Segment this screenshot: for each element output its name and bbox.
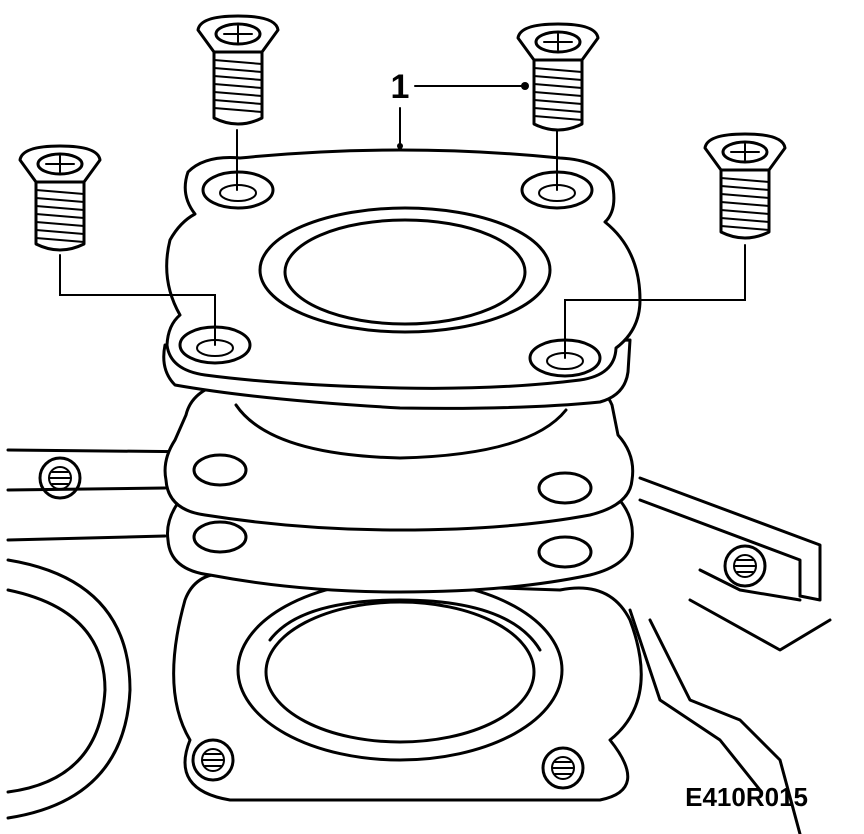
screw-front-left [18, 144, 102, 252]
alignment-lines [59, 129, 746, 359]
block-screw-holes [38, 456, 767, 790]
callout-dot [521, 82, 529, 90]
callout-dot [397, 143, 403, 149]
figure-code: E410R015 [685, 782, 808, 812]
screw-front-right [703, 132, 787, 240]
callout-number: 1 [391, 68, 410, 106]
block-hole-top-left [38, 456, 82, 500]
block-hole-right [723, 544, 767, 588]
block-hole-bottom-right [541, 746, 585, 790]
screw-back-right [516, 22, 600, 132]
flange-plate [162, 148, 642, 410]
block-hole-bottom-left [191, 738, 235, 782]
callout-1: 1 [391, 68, 529, 149]
screw-back-left [196, 14, 280, 126]
